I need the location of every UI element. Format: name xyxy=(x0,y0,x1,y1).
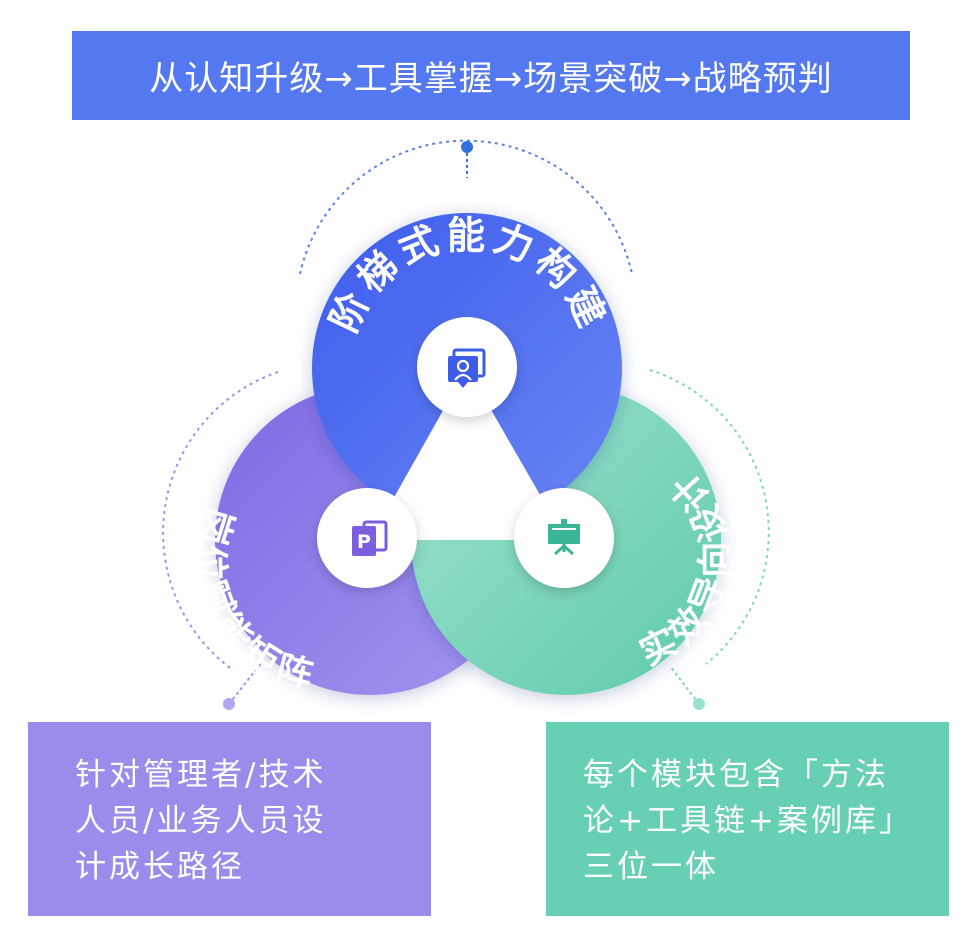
left-dashed-arc xyxy=(162,371,279,669)
left-note-line: 针对管理者/技术 xyxy=(75,757,327,793)
right-connector-dot xyxy=(693,698,705,710)
banner-text: 从认知升级→工具掌握→场景突破→战略预判 xyxy=(149,59,833,99)
center-triangle xyxy=(370,368,566,540)
top-icon-badge xyxy=(417,317,517,417)
portrait-card-icon xyxy=(448,348,486,388)
left-note-line: 人员/业务人员设 xyxy=(75,803,327,839)
right-icon-badge xyxy=(514,488,614,588)
left-note-box: 针对管理者/技术 人员/业务人员设 计成长路径 xyxy=(28,722,431,916)
top-connector-dot xyxy=(461,141,473,153)
right-note-line: 三位一体 xyxy=(583,849,719,885)
left-connector-dot xyxy=(223,698,235,710)
left-note-line: 计成长路径 xyxy=(75,849,245,885)
presentation-p-icon: P xyxy=(352,520,388,556)
right-note-box: 每个模块包含「方法 论+工具链+案例库」 三位一体 xyxy=(546,722,949,916)
right-note-line: 每个模块包含「方法 xyxy=(583,757,889,793)
top-banner: 从认知升级→工具掌握→场景突破→战略预判 xyxy=(72,31,910,120)
right-dashed-arc xyxy=(649,369,770,665)
svg-text:P: P xyxy=(357,531,371,553)
left-connector-line xyxy=(228,661,263,705)
right-connector-line xyxy=(669,665,700,705)
easel-board-icon xyxy=(548,519,580,556)
right-note-line: 论+工具链+案例库」 xyxy=(583,803,913,839)
left-icon-badge: P xyxy=(317,488,417,588)
